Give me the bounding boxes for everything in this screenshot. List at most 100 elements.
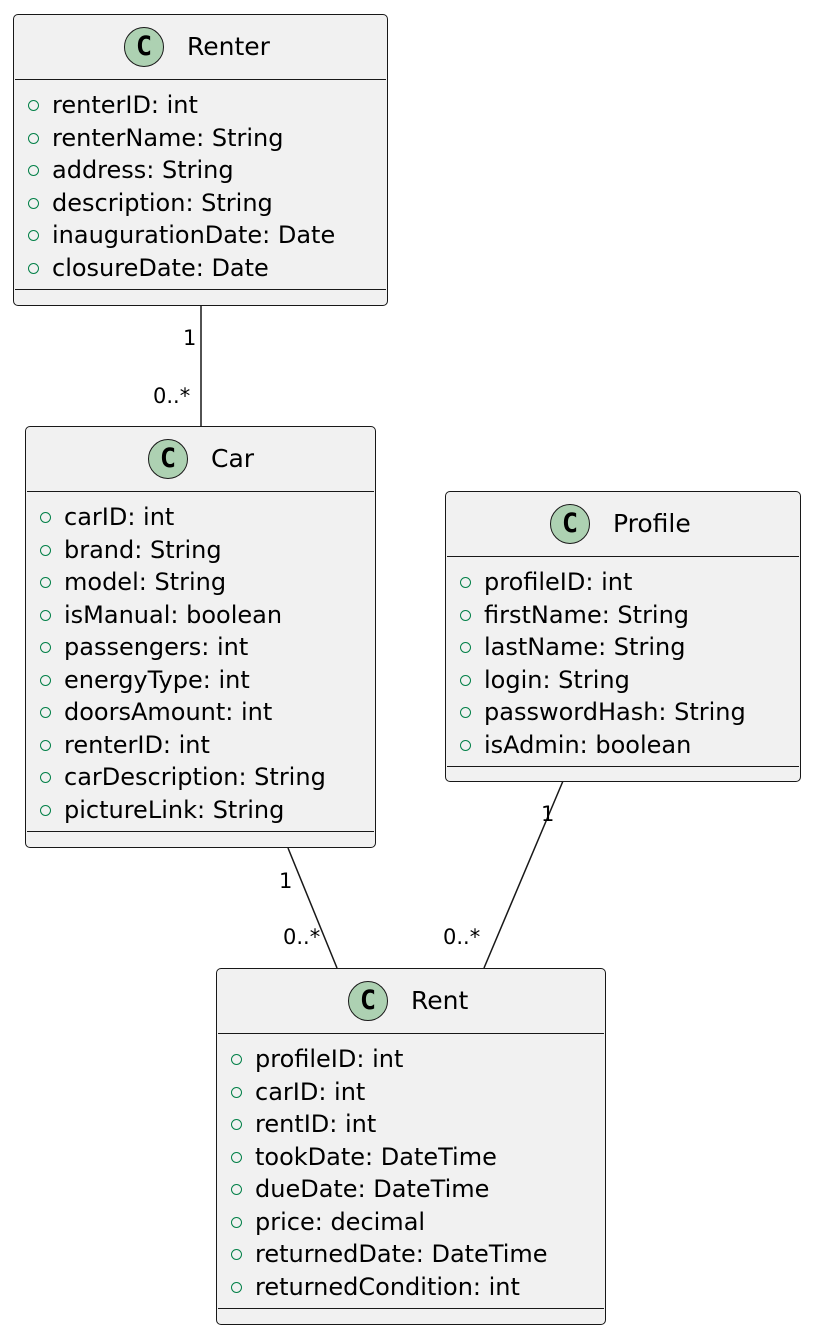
public-visibility-icon bbox=[231, 1151, 242, 1163]
car-class-header: C Car bbox=[26, 427, 375, 491]
attribute-text: passengers: int bbox=[64, 633, 249, 661]
public-visibility-icon bbox=[40, 642, 51, 653]
attribute-text: profileID: int bbox=[484, 568, 633, 596]
public-visibility-icon bbox=[40, 512, 51, 523]
public-visibility-icon bbox=[40, 739, 51, 751]
divider bbox=[15, 79, 386, 80]
rent-attributes: profileID: int carID: int rentID: int to… bbox=[217, 1034, 605, 1308]
attribute-text: isManual: boolean bbox=[64, 600, 283, 629]
public-visibility-icon bbox=[460, 739, 471, 751]
car-rent-source-multiplicity: 1 bbox=[279, 869, 293, 893]
car-attributes: carID: int brand: String model: String i… bbox=[26, 492, 375, 831]
car-class[interactable]: C Car carID: int brand: String model: St… bbox=[25, 426, 376, 848]
public-visibility-icon bbox=[231, 1216, 242, 1228]
attribute-text: renterName: String bbox=[52, 123, 284, 152]
profile-rent-source-multiplicity: 1 bbox=[541, 802, 555, 826]
attribute-text: price: decimal bbox=[255, 1207, 426, 1236]
methods-compartment bbox=[446, 767, 800, 779]
attribute-text: lastName: String bbox=[484, 633, 686, 661]
attribute-row: returnedCondition: int bbox=[217, 1271, 605, 1304]
divider bbox=[27, 491, 374, 492]
attribute-row: pictureLink: String bbox=[26, 794, 375, 827]
renter-car-source-multiplicity: 1 bbox=[183, 326, 197, 350]
attribute-text: carID: int bbox=[255, 1077, 366, 1106]
attribute-row: isAdmin: boolean bbox=[446, 729, 800, 762]
profile-class-name: Profile bbox=[613, 509, 691, 538]
attribute-text: renterID: int bbox=[64, 730, 210, 759]
attribute-row: address: String bbox=[14, 154, 387, 187]
attribute-row: renterID: int bbox=[14, 89, 387, 122]
attribute-text: isAdmin: boolean bbox=[484, 730, 692, 759]
public-visibility-icon bbox=[231, 1249, 242, 1260]
attribute-row: lastName: String bbox=[446, 631, 800, 664]
attribute-text: rentID: int bbox=[255, 1110, 377, 1138]
public-visibility-icon bbox=[231, 1086, 242, 1098]
attribute-text: description: String bbox=[52, 188, 273, 217]
public-visibility-icon bbox=[460, 577, 471, 588]
renter-attributes: renterID: int renterName: String address… bbox=[14, 80, 387, 289]
public-visibility-icon bbox=[28, 197, 39, 209]
attribute-text: returnedCondition: int bbox=[255, 1272, 520, 1301]
public-visibility-icon bbox=[28, 100, 39, 111]
public-visibility-icon bbox=[460, 707, 471, 718]
attribute-row: description: String bbox=[14, 187, 387, 220]
attribute-row: brand: String bbox=[26, 534, 375, 567]
public-visibility-icon bbox=[231, 1054, 242, 1065]
attribute-row: carID: int bbox=[26, 501, 375, 534]
public-visibility-icon bbox=[40, 544, 51, 556]
divider bbox=[447, 556, 799, 557]
class-icon: C bbox=[550, 504, 590, 544]
methods-compartment bbox=[26, 832, 375, 844]
attribute-text: login: String bbox=[484, 665, 630, 694]
attribute-row: passengers: int bbox=[26, 631, 375, 664]
car-class-name: Car bbox=[211, 444, 255, 473]
public-visibility-icon bbox=[40, 609, 51, 621]
class-icon: C bbox=[348, 981, 388, 1021]
public-visibility-icon bbox=[28, 165, 39, 176]
methods-compartment bbox=[217, 1309, 605, 1321]
attribute-row: isManual: boolean bbox=[26, 599, 375, 632]
attribute-text: brand: String bbox=[64, 535, 222, 564]
renter-class[interactable]: C Renter renterID: int renterName: Strin… bbox=[13, 14, 388, 306]
attribute-text: tookDate: DateTime bbox=[255, 1142, 497, 1171]
rent-class[interactable]: C Rent profileID: int carID: int rentID:… bbox=[216, 968, 606, 1325]
attribute-row: renterName: String bbox=[14, 122, 387, 155]
class-icon: C bbox=[148, 439, 188, 479]
attribute-row: price: decimal bbox=[217, 1206, 605, 1239]
public-visibility-icon bbox=[460, 609, 471, 621]
renter-class-header: C Renter bbox=[14, 15, 387, 79]
profile-class[interactable]: C Profile profileID: int firstName: Stri… bbox=[445, 491, 801, 782]
public-visibility-icon bbox=[460, 674, 471, 686]
attribute-text: address: String bbox=[52, 156, 234, 184]
divider bbox=[27, 831, 374, 832]
attribute-row: login: String bbox=[446, 664, 800, 697]
public-visibility-icon bbox=[40, 772, 51, 783]
attribute-row: closureDate: Date bbox=[14, 252, 387, 285]
attribute-text: pictureLink: String bbox=[64, 795, 285, 824]
attribute-row: returnedDate: DateTime bbox=[217, 1238, 605, 1271]
renter-class-name: Renter bbox=[187, 32, 270, 61]
attribute-row: profileID: int bbox=[217, 1043, 605, 1076]
attribute-row: carID: int bbox=[217, 1076, 605, 1109]
attribute-text: firstName: String bbox=[484, 600, 690, 629]
public-visibility-icon bbox=[460, 642, 471, 653]
public-visibility-icon bbox=[40, 707, 51, 718]
profile-rent-edge bbox=[483, 780, 564, 969]
rent-class-header: C Rent bbox=[217, 969, 605, 1033]
renter-car-target-multiplicity: 0..* bbox=[153, 384, 191, 408]
public-visibility-icon bbox=[231, 1119, 242, 1130]
class-icon: C bbox=[124, 27, 164, 67]
profile-class-header: C Profile bbox=[446, 492, 800, 556]
attribute-row: firstName: String bbox=[446, 599, 800, 632]
public-visibility-icon bbox=[28, 230, 39, 241]
public-visibility-icon bbox=[28, 262, 39, 274]
attribute-row: passwordHash: String bbox=[446, 696, 800, 729]
profile-rent-target-multiplicity: 0..* bbox=[443, 925, 481, 949]
attribute-text: inaugurationDate: Date bbox=[52, 221, 336, 249]
attribute-text: carDescription: String bbox=[64, 763, 326, 791]
attribute-row: dueDate: DateTime bbox=[217, 1173, 605, 1206]
attribute-row: carDescription: String bbox=[26, 761, 375, 794]
attribute-text: renterID: int bbox=[52, 91, 198, 119]
attribute-text: passwordHash: String bbox=[484, 698, 746, 726]
divider bbox=[15, 289, 386, 290]
